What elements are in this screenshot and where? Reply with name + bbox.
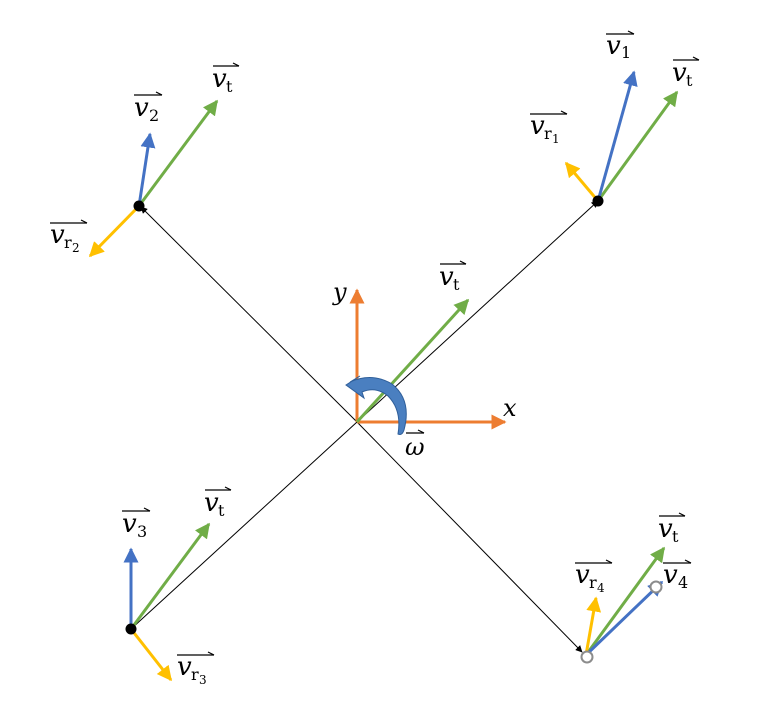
svg-text:t: t [686, 71, 693, 90]
wheel3-vt-label: v t [204, 486, 232, 520]
v4-label: v 4 [663, 559, 692, 592]
wheel1-v1-arrow [596, 70, 638, 202]
svg-text:v: v [212, 64, 227, 94]
svg-text:r: r [191, 665, 199, 684]
svg-text:4: 4 [678, 573, 688, 592]
svg-text:4: 4 [597, 581, 605, 595]
vr1-label: v r 1 [530, 110, 568, 146]
wheel4-hollow-dot [580, 650, 594, 664]
vr3-label: v r 3 [177, 651, 215, 687]
wheel2-v2-arrow [137, 132, 156, 207]
v3-label: v 3 [122, 507, 151, 541]
wheel2-vt-arrow [137, 99, 219, 207]
svg-text:t: t [453, 275, 460, 294]
wheel1-vr-arrow [564, 161, 600, 202]
svg-text:2: 2 [72, 241, 80, 255]
wheel4-vt-arrow [584, 546, 666, 656]
svg-text:3: 3 [137, 522, 147, 541]
wheel2-dot [133, 200, 145, 212]
svg-text:r: r [544, 124, 552, 143]
wheel3-vt-arrow [129, 522, 211, 630]
center-vt-arrow [355, 298, 470, 424]
arm-to-wheel-1 [356, 200, 599, 423]
wheel3-dot [125, 623, 137, 635]
svg-text:r: r [64, 233, 72, 252]
svg-text:v: v [663, 560, 678, 590]
svg-text:v: v [122, 509, 137, 539]
svg-text:v: v [134, 93, 149, 123]
svg-text:ω: ω [405, 433, 425, 461]
svg-text:1: 1 [552, 132, 560, 146]
wheel2-vr-arrow [88, 204, 141, 258]
svg-text:t: t [672, 527, 679, 546]
wheel2-vt-label: v t [212, 62, 240, 96]
center-vt-label: v t [439, 260, 467, 294]
svg-text:3: 3 [199, 673, 207, 687]
wheel4-v4-tip-circle [649, 580, 663, 594]
omega-label: ω [405, 429, 425, 461]
vr2-label: v r 2 [50, 219, 88, 255]
arm-to-wheel-2 [140, 206, 358, 423]
svg-text:t: t [218, 501, 225, 520]
wheel4-vr-arrow [584, 596, 602, 656]
rotation-arrow-icon [345, 375, 407, 435]
svg-text:v: v [672, 58, 687, 88]
svg-text:v: v [204, 488, 219, 518]
wheel4-vt-label: v t [658, 512, 686, 546]
arm-to-wheel-4 [356, 421, 583, 653]
svg-text:v: v [530, 111, 545, 141]
svg-text:1: 1 [621, 43, 631, 62]
svg-text:v: v [439, 262, 454, 292]
svg-text:v: v [177, 652, 192, 682]
wheel4-v4-arrow [584, 580, 664, 657]
arm-to-wheel-3 [130, 421, 358, 630]
wheel1-vt-arrow [596, 90, 679, 202]
svg-text:2: 2 [149, 106, 159, 125]
wheel1-vt-label: v t [672, 56, 700, 90]
x-axis-label: x [503, 394, 517, 422]
vr4-label: v r 4 [575, 559, 613, 595]
svg-text:v: v [606, 31, 621, 61]
v2-label: v 2 [134, 91, 163, 125]
wheel3-vr-arrow [129, 628, 173, 682]
svg-text:v: v [575, 560, 590, 590]
v1-label: v 1 [606, 30, 635, 62]
svg-text:v: v [50, 220, 65, 250]
svg-text:v: v [658, 514, 673, 544]
svg-text:t: t [226, 77, 233, 96]
y-axis-label: y [332, 278, 347, 306]
wheel1-dot [592, 195, 604, 207]
svg-text:r: r [589, 573, 597, 592]
